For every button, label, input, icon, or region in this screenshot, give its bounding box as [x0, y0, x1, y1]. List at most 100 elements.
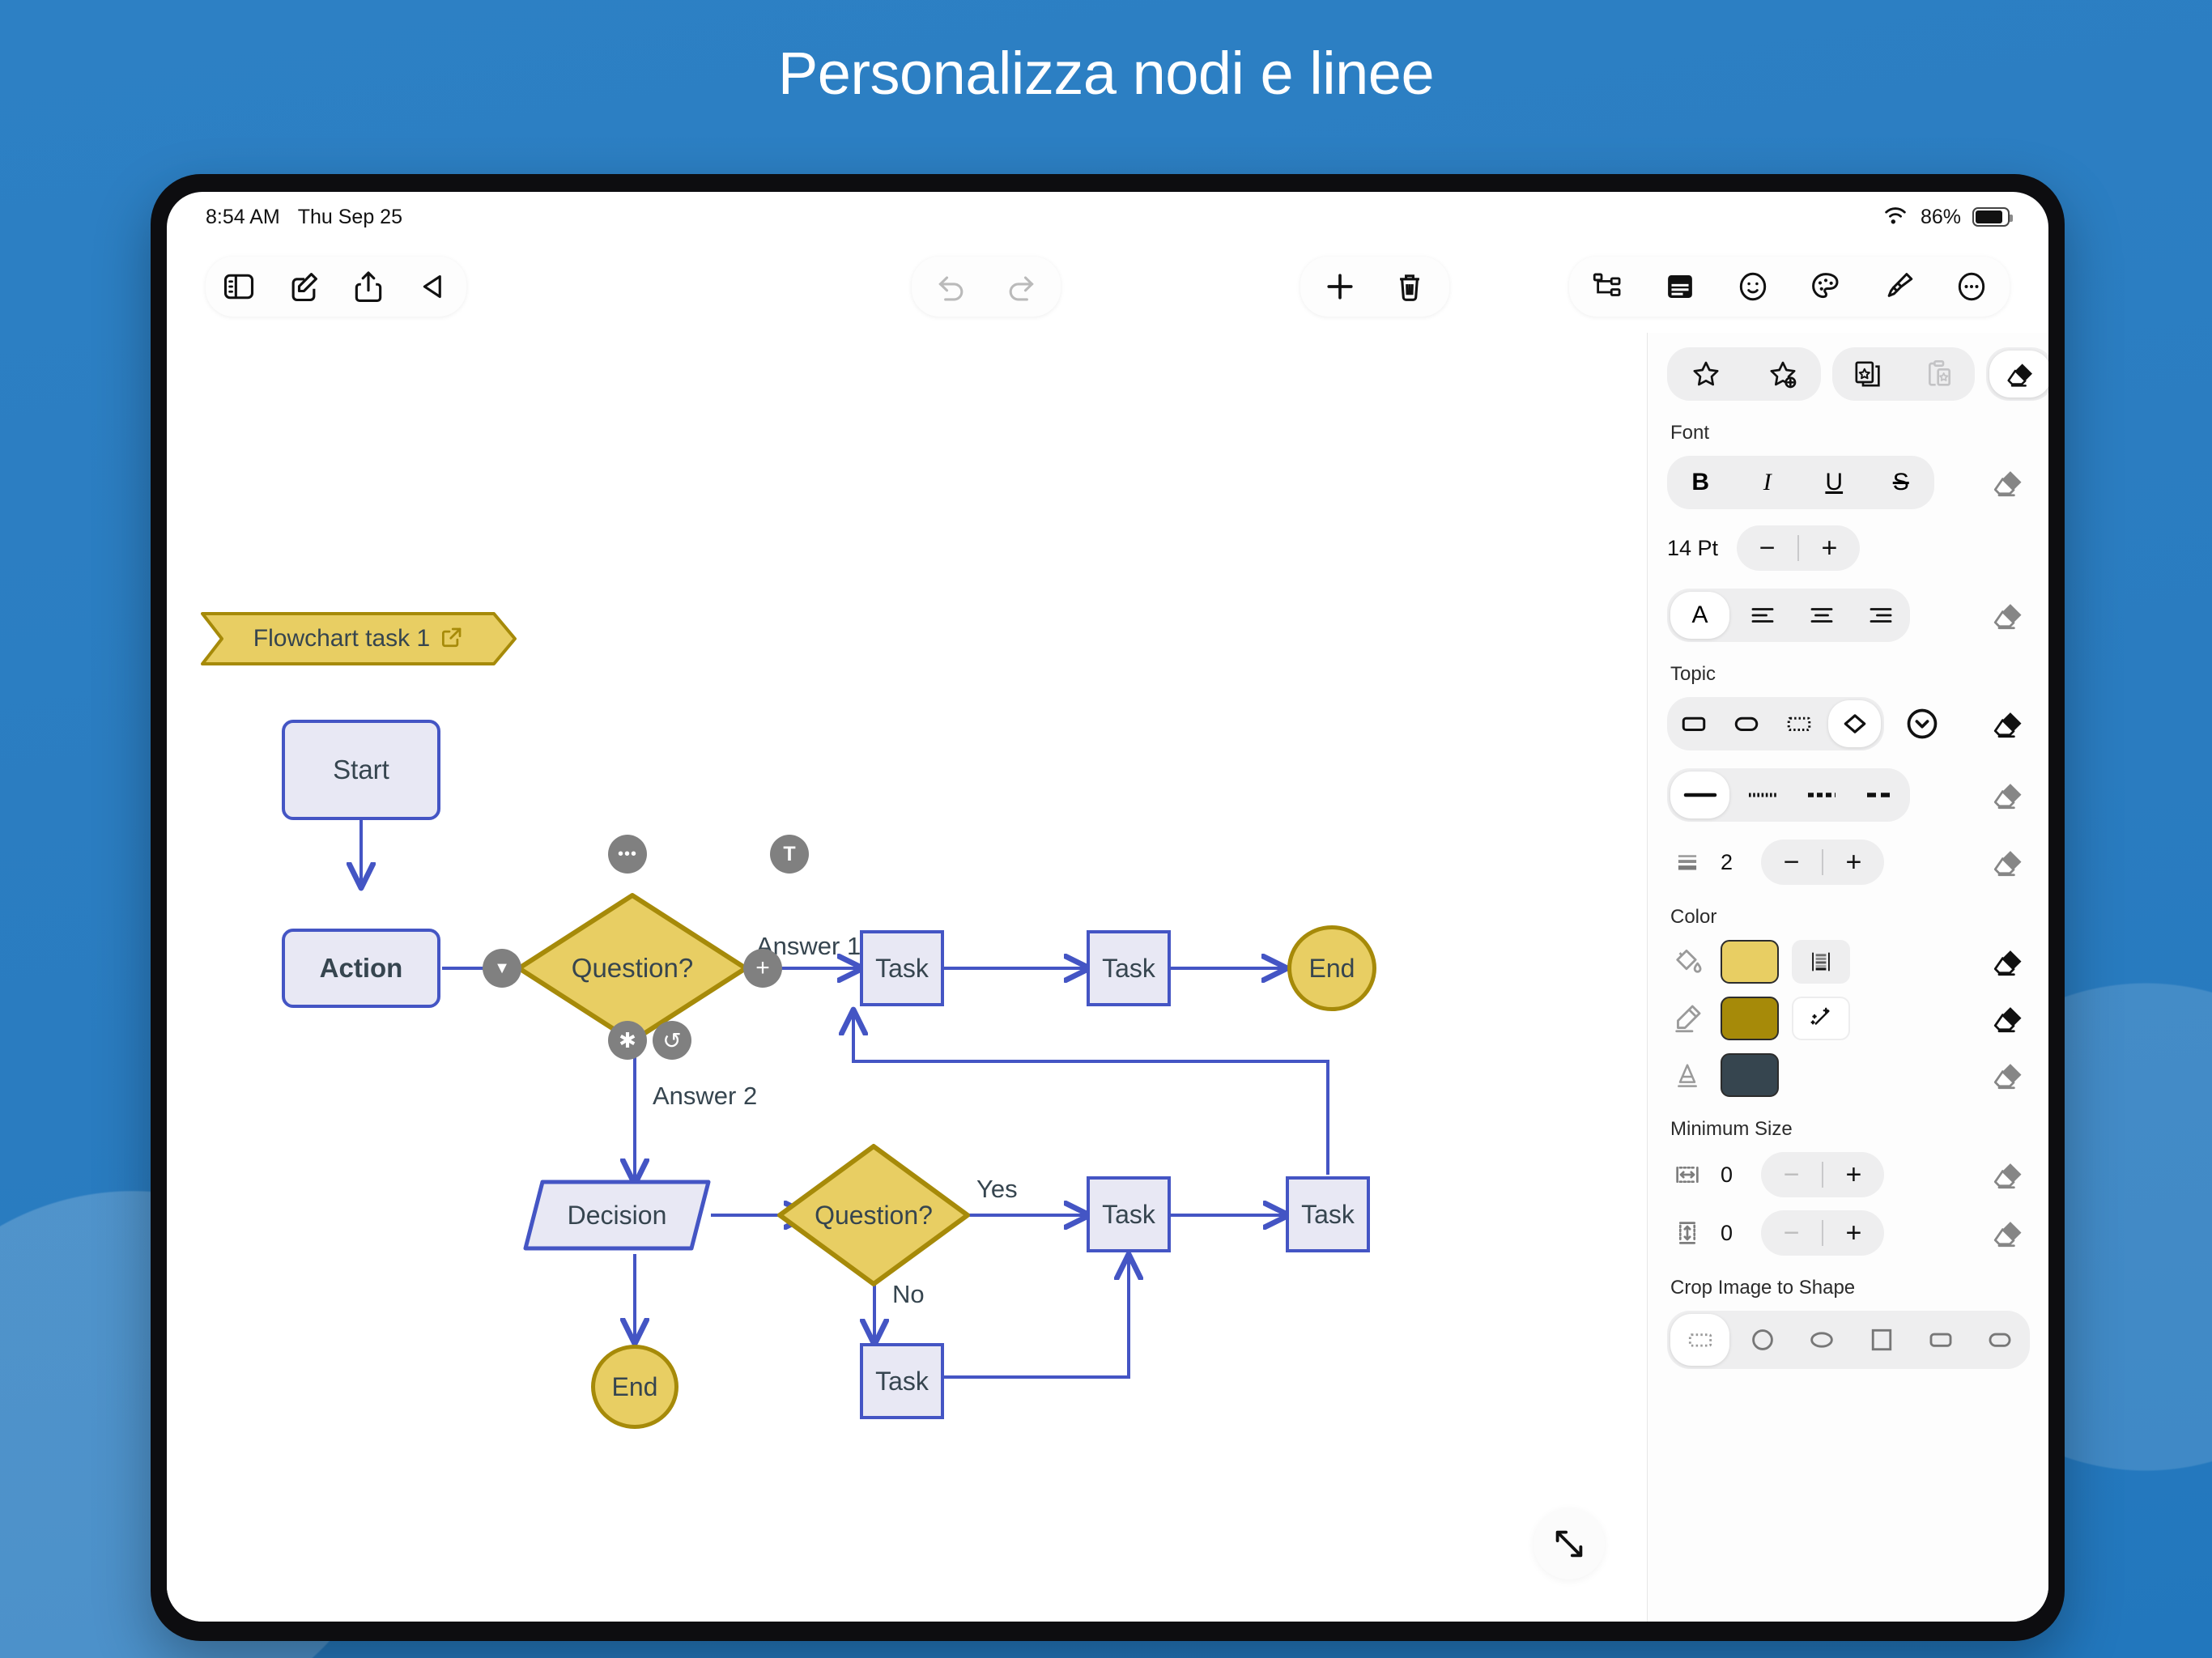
- style-star-add-icon[interactable]: [1744, 347, 1821, 401]
- clear-align-icon[interactable]: [1987, 594, 2029, 636]
- border-width-minus[interactable]: −: [1783, 846, 1800, 878]
- min-width-stepper[interactable]: − +: [1761, 1152, 1884, 1197]
- sidebar-toggle-icon[interactable]: [220, 268, 257, 305]
- node-start[interactable]: Start: [282, 720, 440, 820]
- flowchart-banner[interactable]: Flowchart task 1: [201, 612, 517, 665]
- crop-pill[interactable]: [1971, 1311, 2030, 1369]
- node-task-2[interactable]: Task: [1087, 930, 1171, 1006]
- crop-none[interactable]: [1670, 1314, 1730, 1366]
- sticker-icon[interactable]: [1734, 268, 1772, 305]
- share-icon[interactable]: [350, 268, 387, 305]
- shape-dashed-rect[interactable]: [1772, 697, 1825, 750]
- shape-pill[interactable]: [1720, 697, 1772, 750]
- shape-rounded-rect[interactable]: [1667, 697, 1720, 750]
- paste-style-icon[interactable]: [1904, 347, 1975, 401]
- node-end-1[interactable]: End: [1287, 925, 1376, 1011]
- node-action[interactable]: Action: [282, 929, 440, 1008]
- handle-add[interactable]: +: [743, 949, 782, 988]
- delete-icon[interactable]: [1391, 268, 1428, 305]
- line-dash-dot[interactable]: [1792, 768, 1851, 822]
- italic-button[interactable]: I: [1734, 456, 1802, 509]
- add-icon[interactable]: [1321, 268, 1359, 305]
- edit-icon[interactable]: [285, 268, 322, 305]
- strikethrough-button[interactable]: S: [1868, 456, 1935, 509]
- min-height-plus[interactable]: +: [1845, 1217, 1862, 1248]
- height-icon: [1667, 1218, 1708, 1248]
- clear-fill-color-icon[interactable]: [1987, 941, 2029, 983]
- gradient-button[interactable]: [1792, 940, 1850, 984]
- auto-color-button[interactable]: [1792, 997, 1850, 1040]
- crop-ellipse[interactable]: [1793, 1311, 1852, 1369]
- status-date: Thu Sep 25: [297, 205, 402, 228]
- node-end-2[interactable]: End: [591, 1345, 678, 1429]
- handle-more[interactable]: •••: [608, 835, 647, 874]
- external-link-icon[interactable]: [440, 625, 464, 653]
- handle-collapse[interactable]: ▼: [483, 949, 521, 988]
- bold-button[interactable]: B: [1667, 456, 1734, 509]
- clear-min-width-icon[interactable]: [1987, 1154, 2029, 1196]
- node-task-1[interactable]: Task: [860, 930, 944, 1006]
- min-height-minus[interactable]: −: [1783, 1217, 1800, 1248]
- clear-line-style-icon[interactable]: [1987, 774, 2029, 816]
- border-width-plus[interactable]: +: [1845, 846, 1862, 878]
- align-right-button[interactable]: [1851, 589, 1910, 642]
- node-label: End: [1308, 953, 1355, 983]
- undo-icon[interactable]: [933, 268, 970, 305]
- note-card-icon[interactable]: [1661, 268, 1699, 305]
- paintbrush-icon[interactable]: [1880, 268, 1917, 305]
- font-size-stepper[interactable]: − +: [1737, 525, 1860, 571]
- palette-icon[interactable]: [1807, 268, 1844, 305]
- line-dotted[interactable]: [1733, 768, 1792, 822]
- style-star-icon[interactable]: [1667, 347, 1744, 401]
- min-height-stepper[interactable]: − +: [1761, 1210, 1884, 1256]
- clear-style-icon[interactable]: [1989, 351, 2048, 397]
- font-size-plus[interactable]: +: [1821, 532, 1838, 563]
- border-width-row: 2 − +: [1667, 840, 2029, 885]
- present-icon[interactable]: [415, 268, 452, 305]
- border-width-stepper[interactable]: − +: [1761, 840, 1884, 885]
- font-size-minus[interactable]: −: [1759, 532, 1776, 563]
- crop-square[interactable]: [1852, 1311, 1911, 1369]
- min-width-minus[interactable]: −: [1783, 1158, 1800, 1190]
- handle-text[interactable]: T: [770, 835, 809, 874]
- clear-border-color-icon[interactable]: [1987, 997, 2029, 1039]
- align-center-button[interactable]: [1792, 589, 1851, 642]
- text-color-swatch[interactable]: [1721, 1053, 1779, 1097]
- node-decision[interactable]: Decision: [523, 1180, 711, 1251]
- font-section-label: Font: [1670, 422, 1710, 444]
- auto-align-button[interactable]: A: [1670, 592, 1729, 639]
- shape-diamond[interactable]: [1828, 700, 1881, 747]
- clear-border-width-icon[interactable]: [1987, 841, 2029, 883]
- clear-text-color-icon[interactable]: [1987, 1054, 2029, 1096]
- min-width-plus[interactable]: +: [1845, 1158, 1862, 1190]
- node-task-5[interactable]: Task: [860, 1343, 944, 1419]
- line-solid[interactable]: [1670, 772, 1729, 818]
- redo-icon[interactable]: [1002, 268, 1040, 305]
- page-title: Personalizza nodi e linee: [777, 40, 1435, 107]
- clear-font-style-icon[interactable]: [1987, 461, 2029, 504]
- handle-rotate[interactable]: ↺: [653, 1021, 691, 1060]
- border-color-swatch[interactable]: [1721, 997, 1779, 1040]
- underline-label: U: [1825, 469, 1844, 495]
- crop-rounded-rect[interactable]: [1911, 1311, 1970, 1369]
- node-task-4[interactable]: Task: [1286, 1176, 1370, 1252]
- clear-min-height-icon[interactable]: [1987, 1212, 2029, 1254]
- expand-icon[interactable]: [1534, 1508, 1605, 1579]
- node-question-2[interactable]: Question?: [776, 1142, 972, 1288]
- copy-style-icon[interactable]: [1832, 347, 1904, 401]
- line-dashed[interactable]: [1851, 768, 1910, 822]
- underline-button[interactable]: U: [1801, 456, 1868, 509]
- wifi-icon: [1882, 204, 1909, 231]
- more-icon[interactable]: [1953, 268, 1990, 305]
- node-task-3[interactable]: Task: [1087, 1176, 1171, 1252]
- handle-star[interactable]: ✱: [608, 1021, 647, 1060]
- clear-shape-icon[interactable]: [1987, 703, 2029, 745]
- flowchart-canvas[interactable]: Flowchart task 1 Start Action Question? …: [167, 333, 1647, 1622]
- style-clipboard-group: [1832, 347, 1975, 401]
- shape-more-icon[interactable]: [1902, 706, 1942, 742]
- crop-circle[interactable]: [1733, 1311, 1792, 1369]
- node-label: Decision: [567, 1200, 667, 1230]
- align-left-button[interactable]: [1733, 589, 1792, 642]
- hierarchy-icon[interactable]: [1589, 268, 1626, 305]
- fill-color-swatch[interactable]: [1721, 940, 1779, 984]
